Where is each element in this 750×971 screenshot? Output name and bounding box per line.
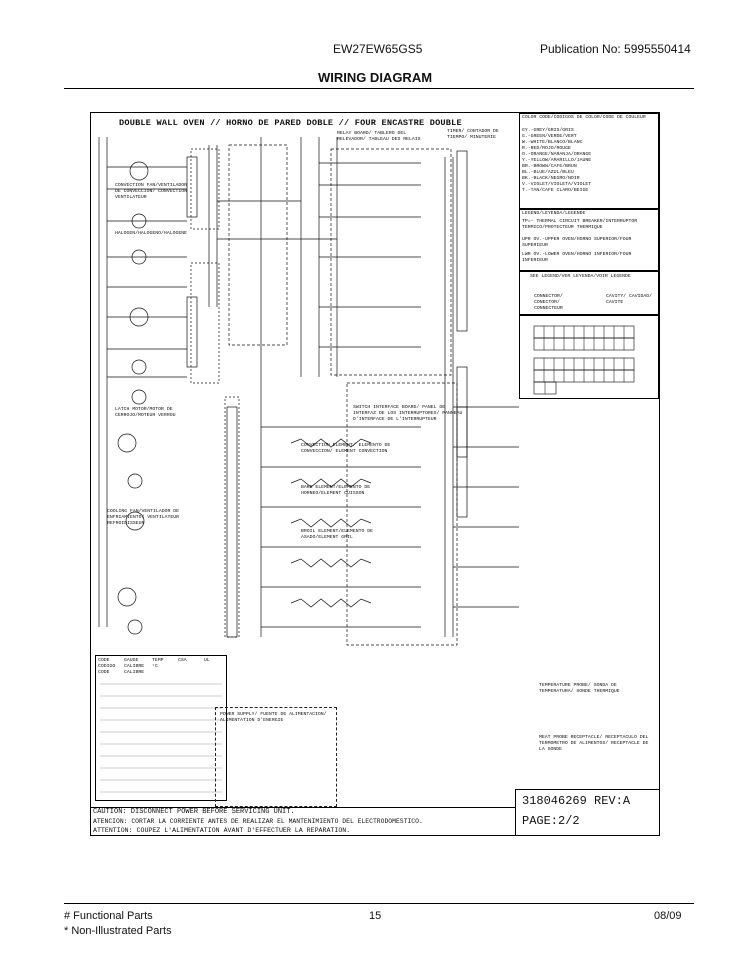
color-code-item: BL.-BLUE/AZUL/BLEU xyxy=(522,170,574,175)
switch-board-label: SWITCH INTERFACE BOARD/ PANEL DE INTERFA… xyxy=(353,405,463,422)
table-header-csa: CSA xyxy=(178,658,187,663)
color-code-item: O.-ORANGE/NARANJA/ORANGE xyxy=(522,152,592,157)
wiring-diagram-sheet: DOUBLE WALL OVEN // HORNO DE PARED DOBLE… xyxy=(90,112,660,836)
component-label: LATCH MOTOR/MOTOR DE CERROJO/MOTEUR VERR… xyxy=(115,407,176,418)
page-number: 15 xyxy=(369,910,382,922)
connector-label: CONNECTOR/ CONECTOR/ CONNECTEUR xyxy=(534,294,563,311)
see-legend: SEE LEGEND/VER LEYENDA/VOIR LEGENDE xyxy=(530,274,631,279)
color-code-item: R.-RED/ROJO/ROUGE xyxy=(522,146,571,151)
power-supply-box: POWER SUPPLY/ FUENTE DE ALIMENTACION/ AL… xyxy=(215,707,337,807)
caution-line: ATTENTION: COUPEZ L'ALIMENTATION AVANT D… xyxy=(93,827,351,834)
component-label: CONVECTION ELEMENT/ ELEMENTO DE CONVECCI… xyxy=(301,443,391,454)
page-title: WIRING DIAGRAM xyxy=(317,70,433,85)
caution-line: ATENCION: CORTAR LA CORRIENTE ANTES DE R… xyxy=(93,818,423,825)
footer-divider xyxy=(64,903,694,904)
color-code-item: G.-GREEN/VERDE/VERT xyxy=(522,134,577,139)
component-label: COOLING FAN/VENTILADOR DE ENFRIAMIENTO/ … xyxy=(107,509,179,526)
diagram-banner: DOUBLE WALL OVEN // HORNO DE PARED DOBLE… xyxy=(119,118,462,128)
connector-legend-box: SEE LEGEND/VER LEYENDA/VOIR LEGENDE CONN… xyxy=(519,271,659,315)
component-label: BROIL ELEMENT/ELEMENTO DE ASADO/ELEMENT … xyxy=(301,529,373,540)
connector-grid-box xyxy=(519,315,659,399)
caution-block: CAUTION: DISCONNECT POWER BEFORE SERVICI… xyxy=(91,807,515,835)
publication-number: Publication No: 5995550414 xyxy=(540,42,691,56)
revision-date: 08/09 xyxy=(654,910,682,922)
color-code-item: W.-WHITE/BLANCO/BLANC xyxy=(522,140,583,145)
table-header-code: CODE CODIGO CODE xyxy=(98,658,116,675)
legend-box: LEGEND/LEYENDA/LEGENDE TP=- THERMAL CIRC… xyxy=(519,209,659,271)
page-indicator: PAGE:2/2 xyxy=(522,814,580,828)
non-illustrated-parts-note: * Non-Illustrated Parts xyxy=(64,925,172,937)
legend-title: LEGEND/LEYENDA/LEGENDE xyxy=(522,211,586,216)
color-code-item: V.-VIOLET/VIOLETA/VIOLET xyxy=(522,182,592,187)
connector-grid-svg xyxy=(533,325,635,395)
legend-item: UPR OV.-UPPER OVEN/HORNO SUPERIOR/FOUR S… xyxy=(522,237,632,248)
part-number: 318046269 REV:A xyxy=(522,794,631,808)
gauge-table-rows xyxy=(100,683,222,793)
legend-item: LWR OV.-LOWER OVEN/HORNO INFERIOR/FOUR I… xyxy=(522,252,632,263)
table-header-gauge: GAUGE CALIBRE CALIBRE xyxy=(124,658,145,675)
model-number: EW27EW65GS5 xyxy=(333,42,423,56)
color-code-item: GY.-GREY/GRIS/GRIS xyxy=(522,128,574,133)
relay-board-label: RELAY BOARD/ TABLERO DEL RELEVADOR/ TABL… xyxy=(337,131,421,142)
color-code-list: GY.-GREY/GRIS/GRIS G.-GREEN/VERDE/VERT W… xyxy=(522,128,591,194)
color-code-title: COLOR CODE/CODIGOS DE COLOR/CODE DE COUL… xyxy=(522,115,646,120)
component-label: HALOGEN/HALOGENO/HALOGENE xyxy=(115,231,187,236)
component-label: MEAT PROBE RECEPTACLE/ RECEPTACULO DEL T… xyxy=(539,735,649,752)
color-code-box: COLOR CODE/CODIGOS DE COLOR/CODE DE COUL… xyxy=(519,113,659,209)
component-label: CONVECTION FAN/VENTILADOR DE CONVECCION/… xyxy=(115,183,187,200)
component-label: BAKE ELEMENT/ELEMENTO DE HORNEO/ELEMENT … xyxy=(301,485,371,496)
color-code-item: BR.-BROWN/CAFE/BRUN xyxy=(522,164,577,169)
color-code-item: T.-TAN/CAFE CLARO/BEIGE xyxy=(522,188,589,193)
revision-block: 318046269 REV:A PAGE:2/2 xyxy=(515,789,660,836)
table-header-ul: UL xyxy=(204,658,210,663)
component-label: TEMPERATURE PROBE/ SONDA DE TEMPERATURA/… xyxy=(539,683,620,694)
color-code-item: Y.-YELLOW/AMARILLO/JAUNE xyxy=(522,158,592,163)
table-header-temp: TEMP °C xyxy=(152,658,164,669)
legend-item: TP=- THERMAL CIRCUIT BREAKER/INTERRUPTOR… xyxy=(522,219,638,230)
cavity-label: CAVITY/ CAVIDAD/ CAVITE xyxy=(606,294,653,305)
functional-parts-note: # Functional Parts xyxy=(64,910,153,922)
wiring-schematic xyxy=(98,137,519,646)
timer-label: TIMER/ CONTADOR DE TIEMPO/ MINUTERIE xyxy=(447,129,499,140)
caution-line: CAUTION: DISCONNECT POWER BEFORE SERVICI… xyxy=(93,808,295,816)
gauge-table: CODE CODIGO CODE GAUGE CALIBRE CALIBRE T… xyxy=(95,655,227,801)
header-divider xyxy=(64,88,694,89)
color-code-item: BK.-BLACK/NEGRO/NOIR xyxy=(522,176,580,181)
power-supply-label: POWER SUPPLY/ FUENTE DE ALIMENTACION/ AL… xyxy=(220,712,327,723)
